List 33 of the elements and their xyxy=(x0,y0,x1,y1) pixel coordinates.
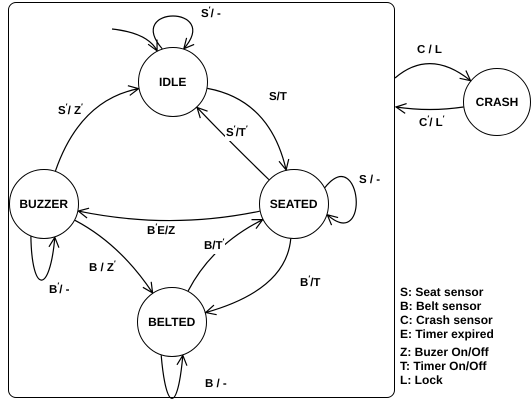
state-circle xyxy=(463,68,531,136)
transition-arrow xyxy=(205,238,292,315)
transition-arrow xyxy=(54,86,140,172)
transition-arrow xyxy=(196,106,270,180)
legend-text: E: Timer expired xyxy=(400,327,494,341)
state-circle xyxy=(136,286,207,357)
state-name: IDLE xyxy=(159,74,186,89)
initial-arrow xyxy=(112,28,158,52)
edge-label: S$^{′}$/T$^{′}$ xyxy=(225,127,249,140)
self-loop-arrow xyxy=(160,354,188,399)
legend-text: C: Crash sensor xyxy=(400,313,493,327)
legend-text: Z: Buzer On/Off xyxy=(400,345,489,359)
state-name: CRASH xyxy=(476,95,518,109)
transition-arrow xyxy=(78,207,260,222)
state-circle xyxy=(258,168,329,239)
state-name: BUZZER xyxy=(19,196,68,211)
state-name: BELTED xyxy=(148,314,196,329)
transition-arrow xyxy=(394,63,472,82)
self-loop-arrow xyxy=(30,236,60,280)
state-name: SEATED xyxy=(270,196,318,211)
legend-text: B: Belt sensor xyxy=(400,299,482,313)
transition-arrow xyxy=(188,219,264,292)
state-circle xyxy=(138,46,208,117)
state-circle xyxy=(8,168,79,239)
transition-arrow xyxy=(207,88,289,170)
legend-text: T: Timer On/Off xyxy=(400,359,486,373)
self-loop-arrow xyxy=(152,15,194,50)
edge-label: B/T$^{′}$ xyxy=(203,240,226,254)
transition-arrow xyxy=(395,102,464,114)
self-loop-arrow xyxy=(324,176,357,226)
legend-text: S: Seat sensor xyxy=(400,285,484,299)
transition-arrow xyxy=(74,220,154,294)
legend-text: L: Lock xyxy=(400,373,443,387)
